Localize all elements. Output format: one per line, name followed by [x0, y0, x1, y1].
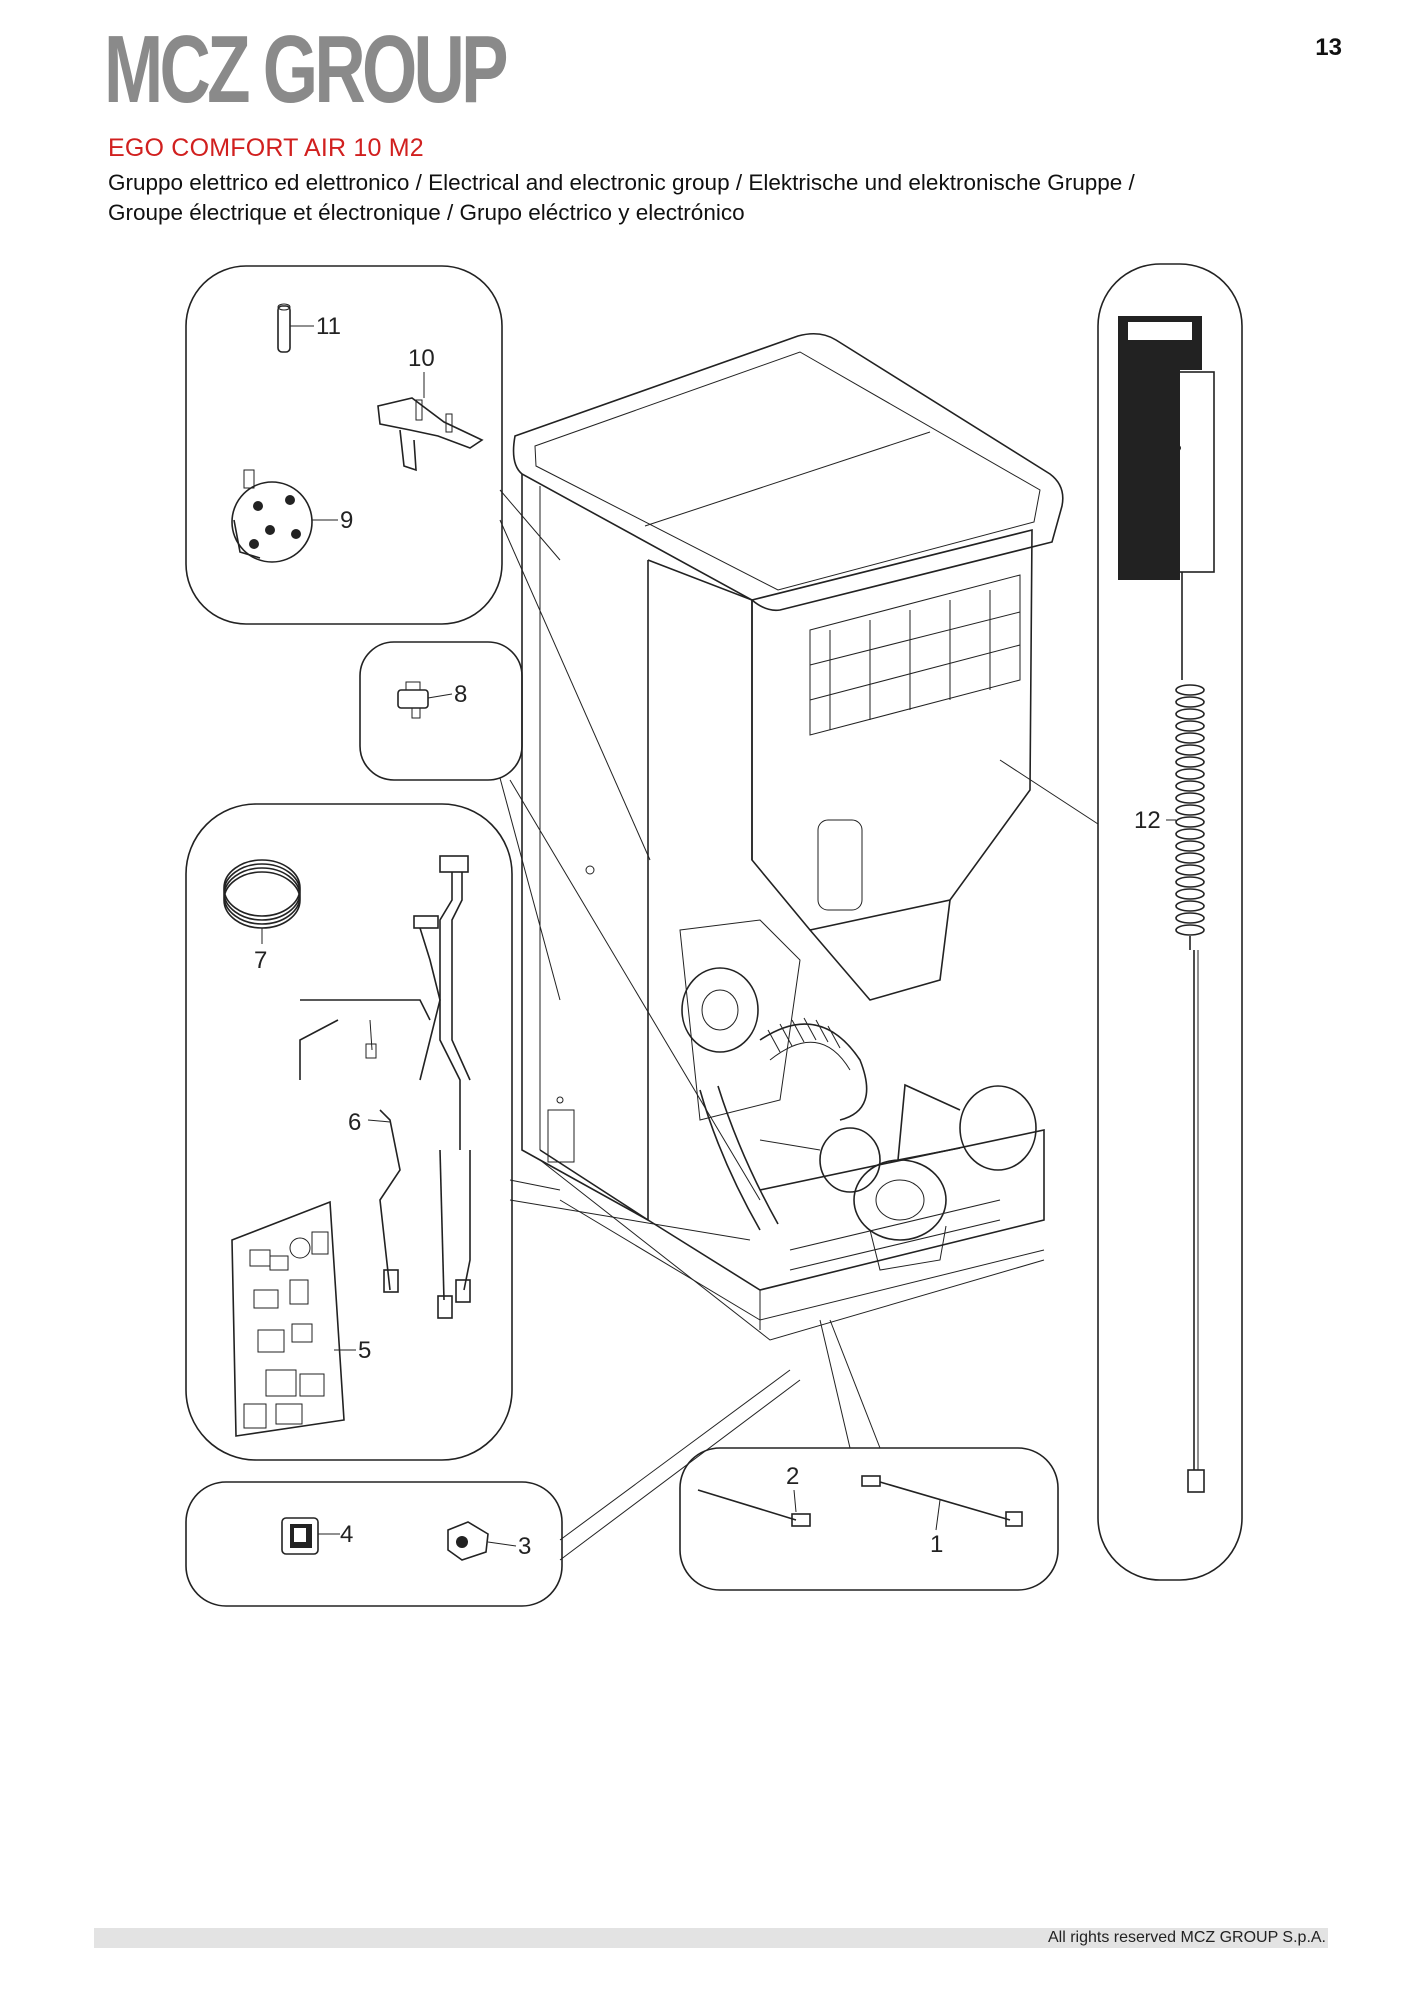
- callout-7: 7: [254, 947, 267, 974]
- part-8-thermostat: 8: [397, 681, 467, 719]
- part-1-probe-cable: 1: [861, 1475, 1023, 1558]
- callout-11: 11: [316, 313, 341, 340]
- section-subtitle: Gruppo elettrico ed elettronico / Electr…: [108, 168, 1328, 228]
- callout-4: 4: [340, 1521, 353, 1548]
- page-number: 13: [1315, 34, 1342, 61]
- part-9-pressure-switch: 9: [231, 469, 353, 563]
- part-10-bracket: 10: [377, 345, 484, 472]
- footer-bar: [94, 1928, 1328, 1948]
- callout-6: 6: [348, 1109, 361, 1136]
- brand-logo: MCZ GROUP: [104, 16, 509, 123]
- model-title: EGO COMFORT AIR 10 M2: [108, 134, 424, 162]
- part-4-switch: 4: [281, 1517, 353, 1555]
- callout-3: 3: [518, 1533, 531, 1560]
- callout-12: 12: [1134, 807, 1161, 834]
- callout-9: 9: [340, 507, 353, 534]
- leader-lines: [499, 489, 1099, 1561]
- subtitle-line-1: Gruppo elettrico ed elettronico / Electr…: [108, 170, 1135, 195]
- frame-group-9-10-11: [185, 265, 503, 625]
- frame-group-8: [359, 641, 523, 781]
- part-7-coiled-cable: 7: [223, 859, 301, 974]
- frame-group-3-4: [185, 1481, 563, 1607]
- callout-2: 2: [786, 1463, 799, 1490]
- callout-10: 10: [408, 345, 435, 372]
- part-6-wiring-harness: 6: [299, 855, 471, 1319]
- part-5-motherboard: 5: [231, 1200, 371, 1437]
- part-11-probe: 11: [277, 303, 341, 353]
- part-3-power-socket: 3: [447, 1521, 531, 1561]
- part-2-igniter: 2: [697, 1463, 811, 1527]
- callout-5: 5: [358, 1337, 371, 1364]
- part-12-sensor-cable: 12: [1118, 316, 1215, 1493]
- footer-copyright: All rights reserved MCZ GROUP S.p.A.: [1048, 1929, 1326, 1946]
- subtitle-line-2: Groupe électrique et électronique / Grup…: [108, 200, 745, 225]
- stove-body: [512, 332, 1064, 1341]
- callout-1: 1: [930, 1531, 943, 1558]
- callout-8: 8: [454, 681, 467, 708]
- frame-group-1-2: [679, 1447, 1059, 1591]
- frame-group-12: [1097, 263, 1243, 1581]
- frame-group-5-6-7: [185, 803, 513, 1461]
